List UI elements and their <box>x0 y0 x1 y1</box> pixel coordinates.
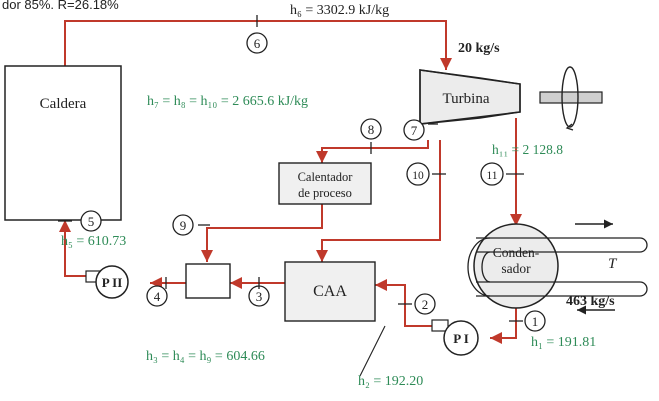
state-8: 8 <box>360 118 382 154</box>
state-10: 10 <box>406 162 446 186</box>
pipe-10 <box>316 140 441 262</box>
pump-2-label: P II <box>102 275 123 290</box>
h11-label: h₁₁ = 2 128.8 <box>492 142 563 157</box>
svg-text:3: 3 <box>256 289 263 304</box>
pipe-1 <box>490 308 517 344</box>
turbine-mass-flow: 20 kg/s <box>458 41 500 56</box>
pipe-5 <box>59 220 86 277</box>
feedwater-heater-caa-box <box>284 261 376 322</box>
pipe-2 <box>375 279 432 327</box>
h3-h4-h9-label: h₃ = h₄ = h₉ = 604.66 <box>146 349 265 364</box>
condenser-circle <box>473 223 559 309</box>
h5-label: h₅ = 610.73 <box>61 234 126 249</box>
state-2: 2 <box>398 293 436 315</box>
cooling-mass-flow: 463 kg/s <box>566 294 615 309</box>
h1-label: h₁ = 191.81 <box>531 335 596 350</box>
svg-text:9: 9 <box>180 218 187 233</box>
state-5: 5 <box>58 210 102 232</box>
pipe-8 <box>316 140 429 163</box>
condenser-label-1: Conden- <box>493 245 540 260</box>
caa-label: CAA <box>313 283 347 300</box>
turbine-label: Turbina <box>443 91 490 107</box>
state-1: 1 <box>509 310 546 332</box>
state-9: 9 <box>172 214 210 236</box>
state-markers: 6 8 7 10 11 9 5 4 3 2 1 <box>58 15 546 332</box>
pump-1: P I <box>431 319 479 356</box>
svg-text:10: 10 <box>412 170 424 182</box>
pipe-6 <box>64 20 452 70</box>
svg-text:1: 1 <box>532 314 539 329</box>
rotation-arrow-icon <box>561 66 579 128</box>
process-heater-label-1: Calentador <box>298 170 354 184</box>
pump-1-label: P I <box>453 331 469 346</box>
state-3: 3 <box>248 277 270 307</box>
svg-text:4: 4 <box>154 289 161 304</box>
boiler-box <box>4 65 122 221</box>
process-heater-label-2: de proceso <box>298 186 352 200</box>
temperature-label: T <box>608 256 618 272</box>
h2-label: h₂ = 192.20 <box>358 374 423 389</box>
process-heater-box <box>278 162 372 205</box>
state-11: 11 <box>480 162 524 186</box>
boiler-label: Caldera <box>40 96 87 112</box>
svg-text:5: 5 <box>88 214 95 229</box>
mixing-chamber-box <box>185 263 231 299</box>
state-6: 6 <box>246 15 268 54</box>
condenser-label-2: sador <box>501 261 531 276</box>
svg-text:2: 2 <box>422 297 429 312</box>
svg-text:11: 11 <box>486 170 497 182</box>
turbine-shaft <box>539 91 603 104</box>
h7-h8-h10-label: h₇ = h₈ = h₁₀ = 2 665.6 kJ/kg <box>147 94 308 109</box>
svg-text:8: 8 <box>368 122 375 137</box>
h6-label: h₆ = 3302.9 kJ/kg <box>290 3 389 18</box>
state-4: 4 <box>146 277 168 307</box>
top-caption: dor 85%. R=26.18% <box>2 0 119 12</box>
svg-text:7: 7 <box>411 123 418 138</box>
svg-text:6: 6 <box>254 36 261 51</box>
pump-2: P II <box>85 265 129 299</box>
state-7: 7 <box>403 119 438 141</box>
pipes <box>59 20 522 344</box>
pipe-9 <box>201 204 323 262</box>
